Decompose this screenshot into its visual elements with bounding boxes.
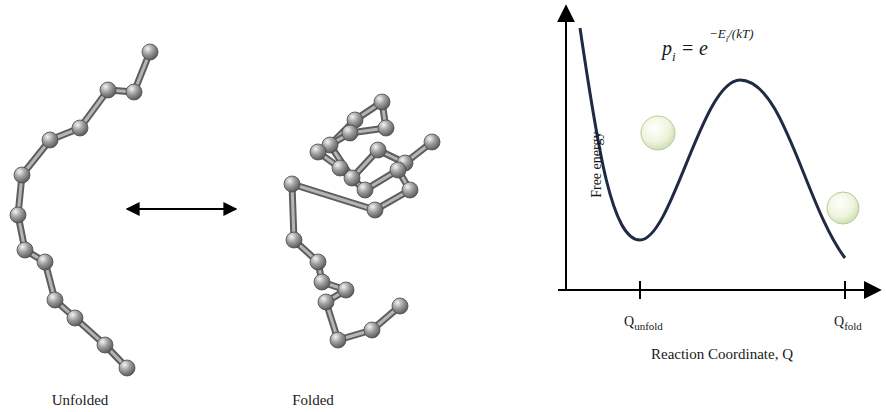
formula-exponent: i (726, 35, 729, 45)
tick-label: Q (834, 314, 844, 329)
tick-label: unfold (634, 320, 663, 332)
axis-tick (844, 281, 846, 299)
axis-title: Free energy (589, 132, 604, 198)
x-axis (558, 289, 880, 291)
formula-exponent: /(kT) (728, 27, 753, 41)
formula: i (672, 50, 676, 64)
formula: = e (681, 37, 708, 59)
energy-curve (580, 28, 845, 258)
formula-exponent: −E (709, 27, 726, 41)
axis-tick (639, 281, 641, 299)
molecule-figure: Folded (236, 40, 450, 412)
equilibrium-arrow (127, 208, 236, 210)
state-caption: Folded (292, 392, 334, 409)
tick-label: fold (844, 320, 862, 332)
state-ball (827, 192, 859, 224)
formula: p (662, 37, 672, 59)
state-caption: Unfolded (52, 392, 109, 409)
molecule-figure: Unfolded (12, 40, 127, 412)
axis-title: Reaction Coordinate, Q (651, 346, 793, 363)
y-axis (565, 6, 567, 290)
protein-chain (10, 44, 440, 376)
state-ball (641, 116, 675, 150)
tick-label: Q (624, 314, 634, 329)
